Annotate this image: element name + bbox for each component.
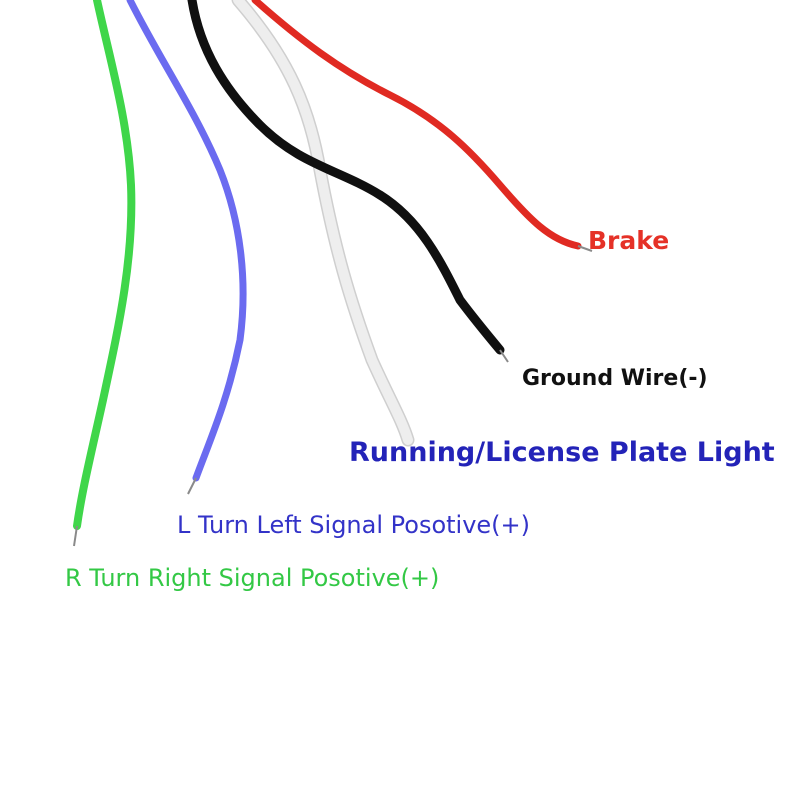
black-wire: [187, 0, 509, 363]
brake-label: Brake: [588, 226, 670, 255]
ground-wire-label: Ground Wire(-): [522, 366, 708, 391]
green-wire: [73, 0, 136, 547]
white-wire: [231, 0, 415, 447]
blue-wire: [126, 0, 247, 495]
running-license-plate-light-label: Running/License Plate Light: [349, 437, 775, 468]
right-turn-signal-label: R Turn Right Signal Posotive(+): [65, 564, 440, 592]
red-wire: [251, 0, 593, 252]
left-turn-signal-label: L Turn Left Signal Posotive(+): [177, 511, 531, 539]
